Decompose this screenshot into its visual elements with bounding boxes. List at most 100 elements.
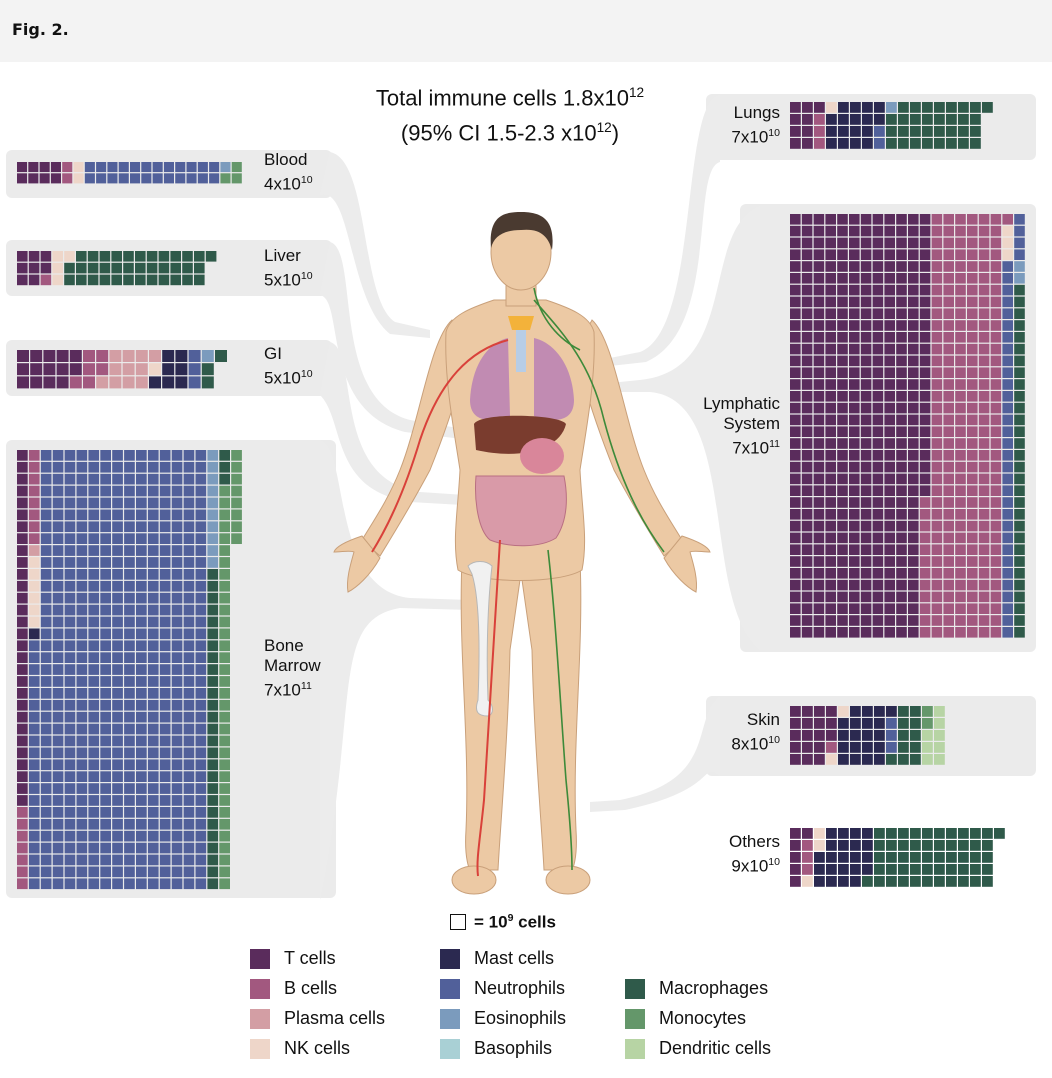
- right-arm: [575, 319, 683, 557]
- waffle-cell-b-cells: [967, 461, 978, 473]
- waffle-cell-t-cells: [896, 273, 907, 284]
- waffle-cell-macrophages: [207, 676, 219, 687]
- waffle-cell-neutrophils: [88, 533, 100, 544]
- waffle-cell-t-cells: [802, 114, 813, 125]
- waffle-cell-neutrophils: [112, 818, 123, 830]
- waffle-cell-t-cells: [919, 485, 931, 496]
- waffle-cell-t-cells: [790, 355, 801, 367]
- waffle-cell-t-cells: [813, 261, 825, 272]
- waffle-cell-t-cells: [837, 249, 848, 260]
- waffle-cell-macrophages: [970, 876, 981, 887]
- waffle-cell-neutrophils: [197, 173, 208, 184]
- waffle-cell-t-cells: [896, 450, 907, 461]
- waffle-cell-b-cells: [96, 363, 109, 376]
- waffle-cell-b-cells: [967, 249, 978, 260]
- waffle-cell-t-cells: [849, 214, 860, 225]
- waffle-cell-macrophages: [1014, 391, 1025, 402]
- waffle-cell-macrophages: [886, 876, 897, 887]
- waffle-cell-macrophages: [207, 735, 219, 747]
- waffle-cell-neutrophils: [64, 628, 76, 640]
- waffle-cell-neutrophils: [100, 747, 111, 759]
- waffle-cell-macrophages: [934, 876, 945, 887]
- title-line2-end: ): [611, 120, 620, 146]
- waffle-cell-monocytes: [231, 509, 242, 521]
- waffle-cell-macrophages: [1014, 497, 1025, 508]
- waffle-cell-t-cells: [837, 615, 848, 626]
- waffle-cell-neutrophils: [52, 759, 64, 771]
- waffle-cell-t-cells: [837, 509, 848, 520]
- waffle-cell-t-cells: [813, 237, 825, 249]
- waffle-cell-neutrophils: [88, 580, 100, 592]
- waffle-cell-neutrophils: [159, 509, 171, 521]
- waffle-cell-macrophages: [970, 864, 981, 875]
- waffle-cell-mast-cells: [838, 718, 849, 729]
- waffle-cell-neutrophils: [40, 711, 52, 723]
- waffle-cell-neutrophils: [100, 771, 111, 782]
- waffle-cell-macrophages: [207, 711, 219, 723]
- waffle-cell-neutrophils: [64, 485, 76, 497]
- waffle-cell-neutrophils: [183, 640, 195, 652]
- waffle-cell-monocytes: [219, 747, 230, 759]
- waffle-cell-macrophages: [970, 138, 981, 149]
- waffle-cell-t-cells: [825, 249, 836, 260]
- waffle-cell-t-cells: [801, 438, 813, 449]
- waffle-cell-monocytes: [219, 807, 230, 818]
- waffle-cell-mast-cells: [850, 718, 861, 729]
- waffle-cell-mast-cells: [850, 138, 861, 149]
- waffle-cell-b-cells: [955, 532, 966, 544]
- waffle-cell-neutrophils: [147, 854, 159, 866]
- waffle-cell-t-cells: [802, 126, 813, 137]
- waffle-cell-neutrophils: [1002, 402, 1013, 414]
- waffle-cell-macrophages: [207, 842, 219, 854]
- waffle-cell-b-cells: [943, 332, 954, 343]
- waffle-cell-neutrophils: [147, 604, 159, 616]
- legend-item-b-cells: B cells: [250, 978, 337, 999]
- waffle-cell-nk-cells: [73, 162, 84, 173]
- waffle-cell-t-cells: [801, 509, 813, 520]
- waffle-cell-neutrophils: [100, 795, 111, 806]
- waffle-cell-t-cells: [814, 742, 825, 753]
- waffle-cell-neutrophils: [147, 711, 159, 723]
- waffle-cell-neutrophils: [136, 818, 147, 830]
- waffle-cell-neutrophils: [64, 509, 76, 521]
- waffle-cell-macrophages: [1014, 284, 1025, 296]
- waffle-cell-mast-cells: [862, 114, 873, 125]
- waffle-cell-neutrophils: [183, 878, 195, 890]
- waffle-cell-neutrophils: [40, 592, 52, 604]
- waffle-cell-t-cells: [896, 532, 907, 544]
- waffle-cell-t-cells: [17, 580, 28, 592]
- waffle-cell-neutrophils: [112, 664, 123, 675]
- waffle-cell-t-cells: [50, 162, 61, 173]
- legend-label: Plasma cells: [284, 1008, 386, 1028]
- waffle-cell-macrophages: [970, 828, 981, 839]
- waffle-cell-neutrophils: [64, 711, 76, 723]
- waffle-cell-b-cells: [931, 603, 943, 614]
- waffle-cell-t-cells: [860, 509, 872, 520]
- waffle-cell-t-cells: [860, 461, 872, 473]
- waffle-cell-neutrophils: [147, 688, 159, 699]
- waffle-cell-t-cells: [919, 308, 931, 319]
- waffle-cell-t-cells: [814, 754, 825, 765]
- waffle-cell-neutrophils: [195, 533, 207, 544]
- waffle-cell-neutrophils: [159, 557, 171, 568]
- waffle-cell-macrophages: [1014, 450, 1025, 461]
- waffle-cell-b-cells: [943, 414, 954, 426]
- waffle-cell-t-cells: [908, 461, 919, 473]
- waffle-cell-neutrophils: [64, 878, 76, 890]
- waffle-cell-neutrophils: [136, 569, 147, 580]
- waffle-cell-t-cells: [896, 497, 907, 508]
- waffle-cell-t-cells: [884, 450, 895, 461]
- waffle-cell-t-cells: [837, 520, 848, 532]
- waffle-cell-t-cells: [872, 379, 884, 390]
- waffle-cell-t-cells: [825, 225, 836, 237]
- waffle-cell-neutrophils: [88, 664, 100, 675]
- waffle-cell-neutrophils: [112, 473, 123, 485]
- waffle-cell-neutrophils: [40, 699, 52, 711]
- waffle-cell-b-cells: [967, 225, 978, 237]
- waffle-cell-mast-cells: [838, 126, 849, 137]
- waffle-cell-t-cells: [884, 273, 895, 284]
- waffle-cell-neutrophils: [64, 450, 76, 461]
- figure-header-bar: Fig. 2.: [0, 0, 1052, 62]
- waffle-cell-t-cells: [813, 509, 825, 520]
